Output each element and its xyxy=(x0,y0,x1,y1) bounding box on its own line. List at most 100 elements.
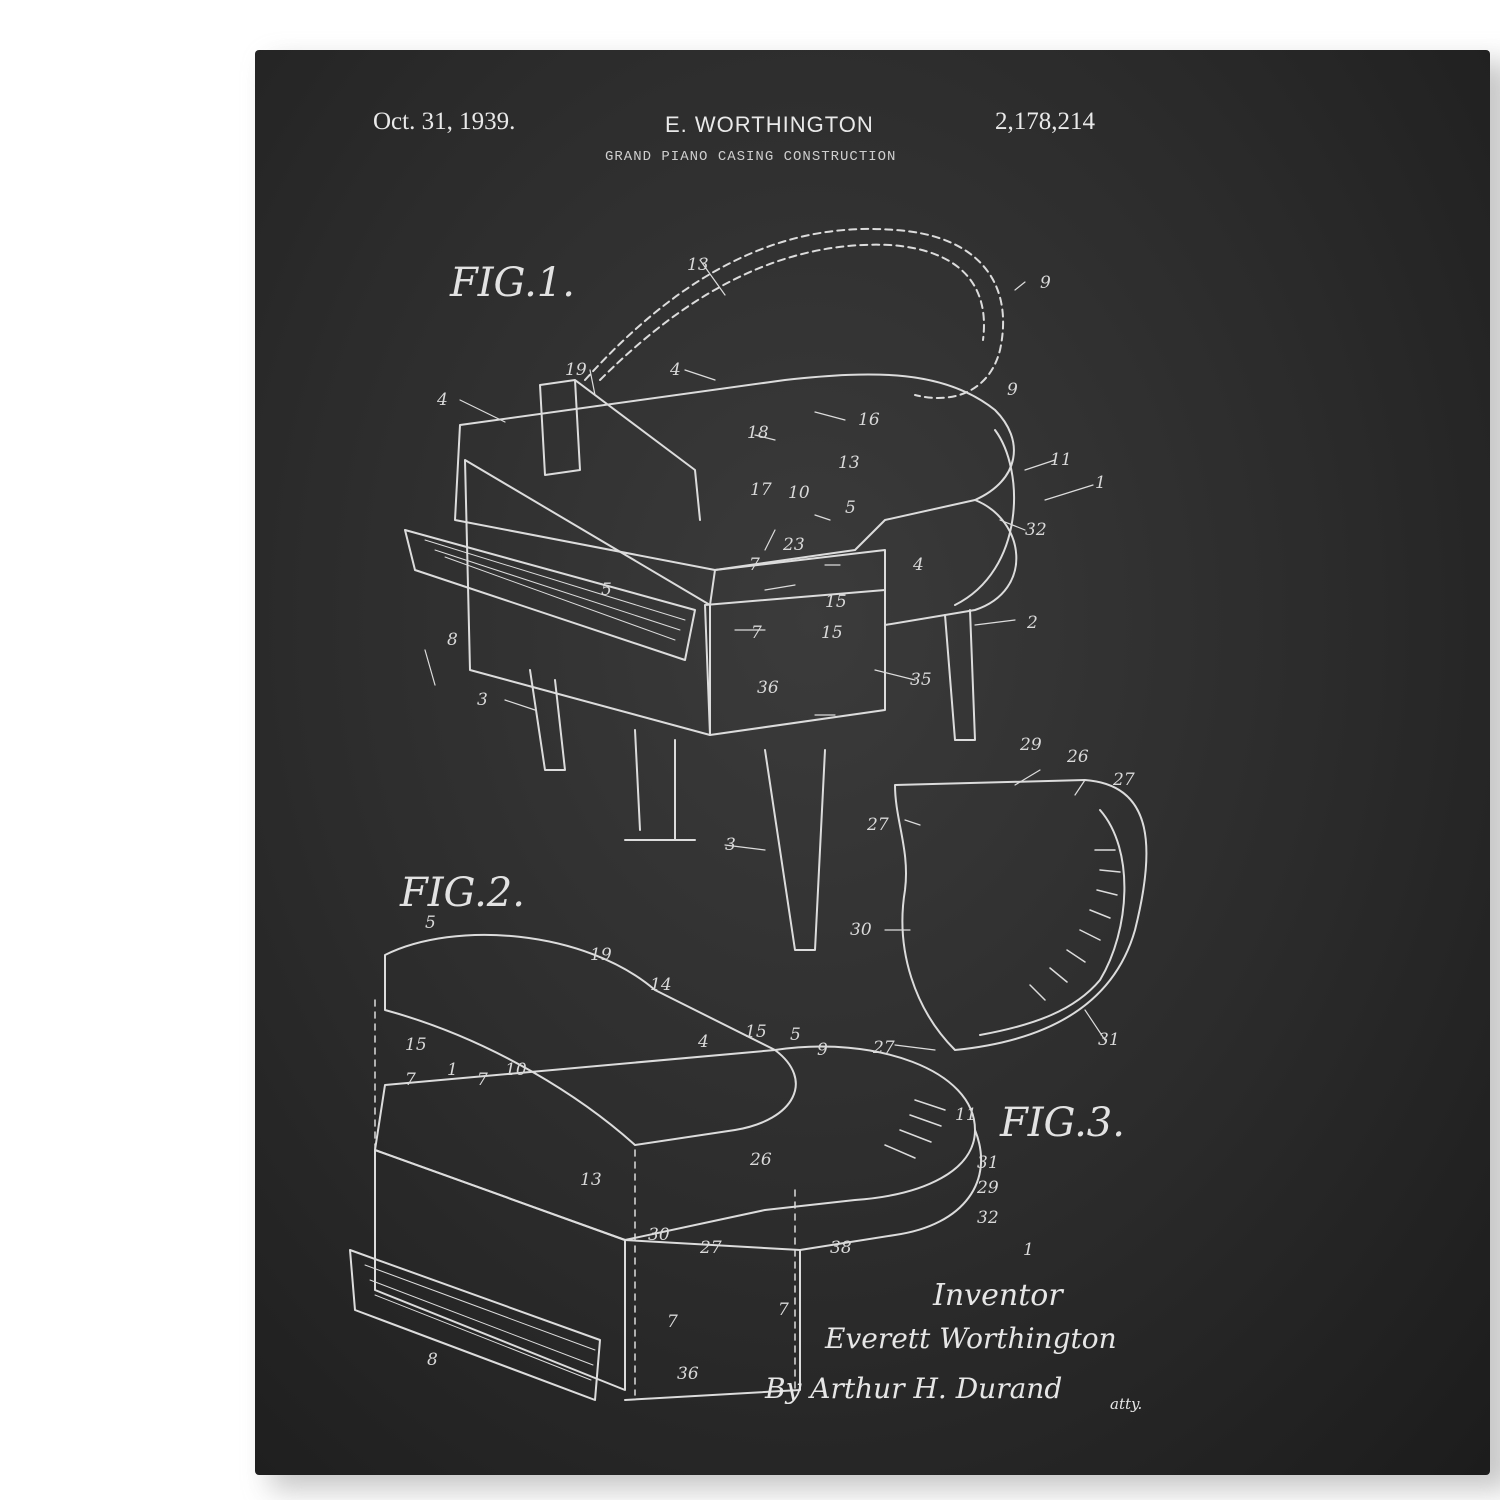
fig1-keyboard-keys xyxy=(424,539,686,641)
ref-number: 9 xyxy=(1007,380,1018,400)
ref-number: 36 xyxy=(677,1364,699,1384)
fig1-leg-right xyxy=(944,609,976,741)
fig2-rim-slats xyxy=(884,1099,946,1159)
fig1-leg-left xyxy=(529,669,566,771)
fig1-cheek-front xyxy=(704,589,886,736)
ref-number: 1 xyxy=(1023,1240,1034,1260)
fig1-lid-inner xyxy=(599,243,985,381)
ref-number: 3 xyxy=(725,835,736,855)
ref-number: 7 xyxy=(405,1070,416,1090)
patent-date: Oct. 31, 1939. xyxy=(373,108,516,135)
ref-number: 27 xyxy=(1113,770,1135,790)
fig1-cheek-top xyxy=(709,549,886,606)
fig1-label: FIG.1. xyxy=(450,260,575,306)
leader-lines xyxy=(424,259,1106,1051)
ref-number: 17 xyxy=(750,480,772,500)
ref-number: 13 xyxy=(838,453,860,473)
fig1-body-rim-inner xyxy=(954,429,1015,606)
ref-number: 9 xyxy=(817,1040,828,1060)
ref-number: 10 xyxy=(788,483,810,503)
ref-number: 7 xyxy=(778,1300,789,1320)
ref-number: 4 xyxy=(698,1032,709,1052)
ref-number: 38 xyxy=(830,1238,852,1258)
ref-number: 2 xyxy=(1027,613,1038,633)
ref-number: 23 xyxy=(783,535,805,555)
ref-number: 7 xyxy=(477,1070,488,1090)
ref-number: 13 xyxy=(687,255,709,275)
ref-number: 32 xyxy=(977,1208,999,1228)
fig2-front-panel xyxy=(374,1149,626,1391)
chalkboard-canvas: Oct. 31, 1939. E. WORTHINGTON 2,178,214 … xyxy=(255,50,1490,1475)
ref-number: 27 xyxy=(867,815,889,835)
fig1-front-panel xyxy=(464,459,711,736)
ref-number: 4 xyxy=(670,360,681,380)
ref-number: 27 xyxy=(700,1238,722,1258)
ref-number: 29 xyxy=(977,1178,999,1198)
ref-number: 9 xyxy=(1040,273,1051,293)
ref-number: 11 xyxy=(1050,450,1072,470)
ref-number: 15 xyxy=(821,623,843,643)
ref-number: 7 xyxy=(749,555,760,575)
inventor-label: Inventor xyxy=(933,1278,1063,1313)
patent-drawing xyxy=(349,228,1148,1401)
attorney-signature: By Arthur H. Durand xyxy=(765,1372,1063,1405)
fig1-leg-front xyxy=(764,749,826,951)
fig1-body-rim xyxy=(884,499,1018,626)
ref-number: 11 xyxy=(955,1105,977,1125)
fig1-pedal-lyre xyxy=(624,729,696,841)
fig1-keyboard xyxy=(404,529,696,661)
ref-number: 7 xyxy=(751,623,762,643)
ref-number: 10 xyxy=(505,1060,527,1080)
ref-number: 29 xyxy=(1020,735,1042,755)
ref-number: 4 xyxy=(913,555,924,575)
ref-number: 19 xyxy=(565,360,587,380)
ref-number: 1 xyxy=(447,1060,458,1080)
fig2-cheek xyxy=(624,1239,801,1401)
ref-number: 5 xyxy=(425,913,436,933)
inventor-header-name: E. WORTHINGTON xyxy=(665,112,874,137)
ref-number: 15 xyxy=(745,1022,767,1042)
ref-number: 8 xyxy=(447,630,458,650)
fig3-rim-outline xyxy=(894,779,1148,1051)
ref-number: 8 xyxy=(427,1350,438,1370)
ref-number: 18 xyxy=(747,423,769,443)
ref-number: 26 xyxy=(750,1150,772,1170)
fig1-lid-outline xyxy=(584,228,1005,399)
fig1-body-top xyxy=(454,373,1015,571)
fig3-rim-slats xyxy=(1029,849,1121,1001)
fig2-keyboard-keys xyxy=(364,1264,596,1381)
ref-number: 35 xyxy=(910,670,932,690)
ref-number: 5 xyxy=(845,498,856,518)
attorney-suffix: atty. xyxy=(1110,1395,1143,1413)
ref-number: 7 xyxy=(667,1312,678,1332)
ref-number: 31 xyxy=(1098,1030,1120,1050)
patent-number: 2,178,214 xyxy=(995,108,1095,135)
ref-number: 32 xyxy=(1025,520,1047,540)
ref-number: 5 xyxy=(601,580,612,600)
ref-number: 15 xyxy=(825,592,847,612)
ref-number: 30 xyxy=(648,1225,670,1245)
fig2-body-rim xyxy=(799,1129,983,1251)
ref-number: 30 xyxy=(850,920,872,940)
ref-number: 27 xyxy=(873,1038,895,1058)
fig2-lid-panel xyxy=(384,933,797,1146)
fig2-label: FIG.2. xyxy=(400,870,525,916)
ref-number: 36 xyxy=(757,678,779,698)
fig2-body-top xyxy=(374,1045,976,1241)
ref-number: 5 xyxy=(790,1025,801,1045)
ref-number: 4 xyxy=(437,390,448,410)
ref-number: 19 xyxy=(590,945,612,965)
ref-number: 14 xyxy=(650,975,672,995)
fig3-label: FIG.3. xyxy=(1000,1100,1125,1146)
fig1-music-desk xyxy=(539,379,701,521)
ref-number: 31 xyxy=(977,1153,999,1173)
fig2-dashed-guides xyxy=(374,999,796,1396)
patent-title: GRAND PIANO CASING CONSTRUCTION xyxy=(605,149,897,165)
ref-number: 16 xyxy=(858,410,880,430)
inventor-signature-name: Everett Worthington xyxy=(825,1322,1117,1355)
fig2-keyboard xyxy=(349,1249,601,1401)
ref-number: 13 xyxy=(580,1170,602,1190)
ref-number: 1 xyxy=(1095,473,1106,493)
ref-number: 15 xyxy=(405,1035,427,1055)
fig3-rim-inner xyxy=(979,809,1126,1036)
